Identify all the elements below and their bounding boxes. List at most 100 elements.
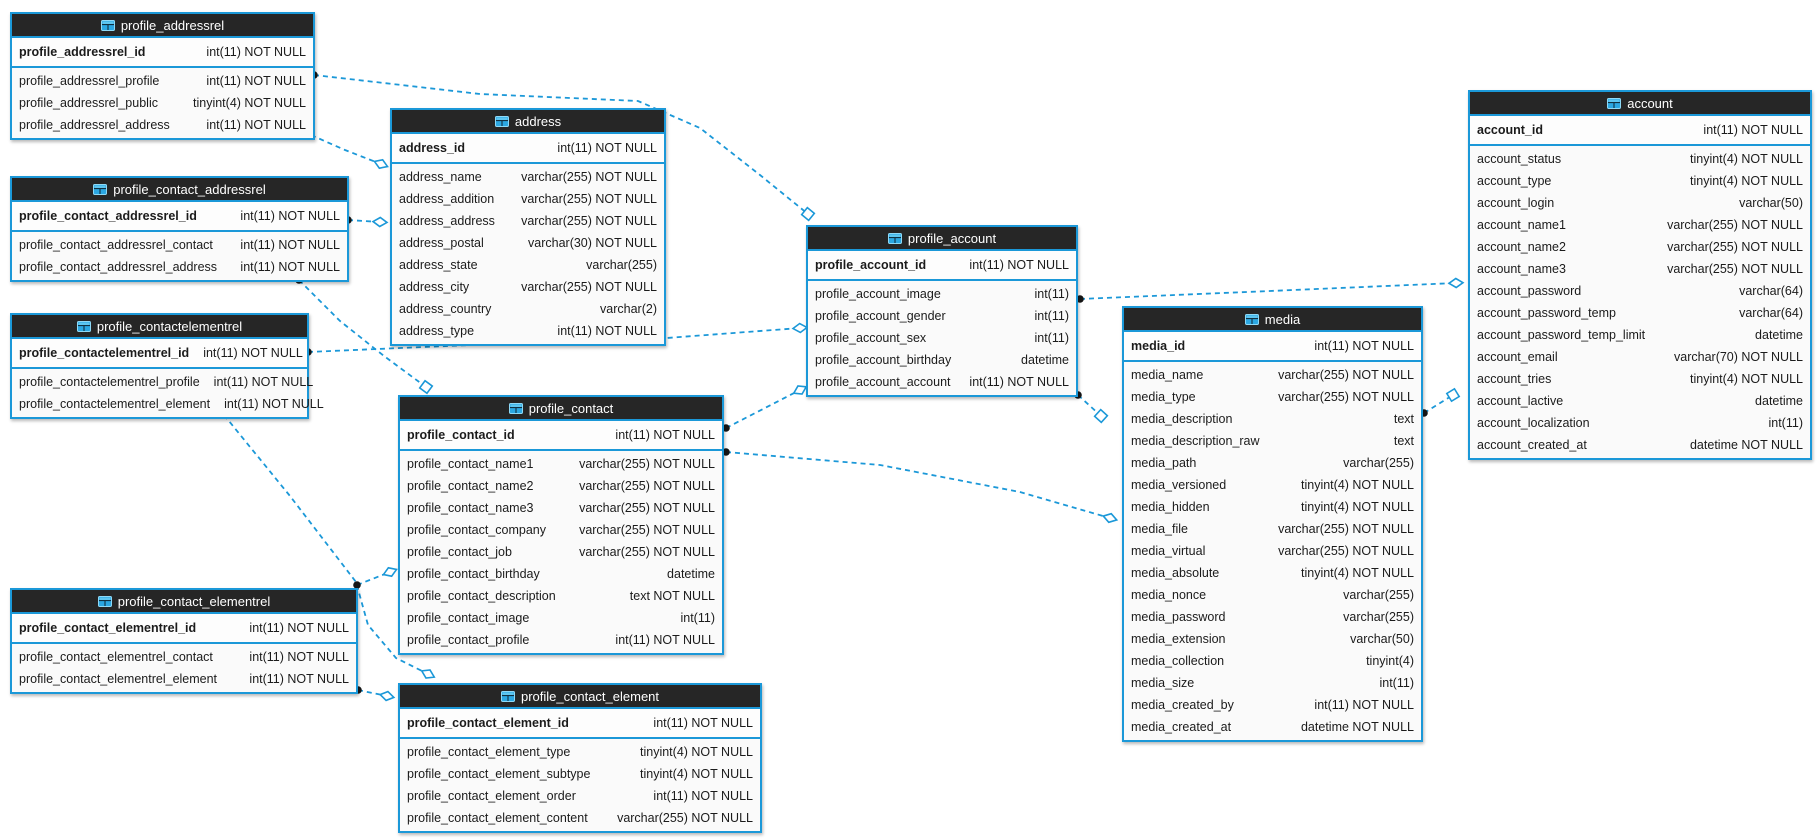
field-type: int(11) NOT NULL (224, 397, 324, 411)
fields-section: profile_contact_name1 varchar(255) NOT NU… (400, 451, 722, 653)
relation-diamond-endpoint (1447, 277, 1465, 289)
field-type: varchar(255) NOT NULL (1667, 218, 1803, 232)
field-name: profile_contact_id (407, 428, 515, 442)
table-header-address[interactable]: address (392, 110, 664, 134)
table-header-profile_contact_elementrel[interactable]: profile_contact_elementrel (12, 590, 356, 614)
field-type: int(11) (1034, 331, 1069, 345)
field-name: address_postal (399, 236, 484, 250)
field-name: address_name (399, 170, 482, 184)
table-header-media[interactable]: media (1124, 308, 1421, 332)
table-title: profile_contact_element (520, 688, 660, 704)
field-type: int(11) NOT NULL (240, 238, 340, 252)
field-type: varchar(255) NOT NULL (521, 214, 657, 228)
field-name: profile_account_sex (815, 331, 927, 345)
table-header-profile_contact_addressrel[interactable]: profile_contact_addressrel (12, 178, 347, 202)
table-grid-icon (76, 320, 91, 332)
field-type: varchar(64) (1739, 284, 1803, 298)
field-name: profile_contact_company (407, 523, 546, 537)
table-grid-icon (93, 183, 108, 195)
field-type: int(11) NOT NULL (557, 324, 657, 338)
relation-line[interactable] (313, 74, 809, 215)
field-name: profile_account_gender (815, 309, 946, 323)
relation-line[interactable] (357, 689, 388, 697)
relation-profile_contact_elementrel-to-profile_contact_element[interactable] (354, 686, 396, 702)
table-header-profile_contact_element[interactable]: profile_contact_element (400, 685, 760, 709)
field-type: datetime NOT NULL (1689, 438, 1803, 452)
field-type: int(11) NOT NULL (653, 789, 753, 803)
relation-profile_contact_elementrel-to-profile_contact[interactable] (353, 565, 398, 589)
table-title: profile_contact_addressrel (113, 181, 266, 197)
field-name: account_localization (1477, 416, 1590, 430)
field-type: datetime (1021, 353, 1069, 367)
relation-profile_contact_addressrel-to-address[interactable] (344, 216, 389, 228)
relation-profile_contact-to-media[interactable] (722, 448, 1119, 524)
relation-line[interactable] (725, 451, 1111, 519)
table-profile_contact_addressrel[interactable]: profile_contact_addressrel profile_contac… (10, 176, 349, 282)
relation-line[interactable] (725, 389, 801, 429)
field-type: varchar(30) NOT NULL (528, 236, 657, 250)
table-grid-icon (500, 690, 515, 702)
table-header-profile_contact[interactable]: profile_contact (400, 397, 722, 421)
relation-line[interactable] (298, 279, 427, 388)
relation-line[interactable] (223, 414, 429, 675)
relation-line[interactable] (310, 134, 382, 165)
table-header-profile_account[interactable]: profile_account (808, 227, 1076, 251)
field-type: text (1393, 434, 1414, 448)
relation-diamond-endpoint (420, 669, 436, 679)
field-type: varchar(50) (1350, 632, 1414, 646)
field-name: media_path (1131, 456, 1197, 470)
field-name: profile_addressrel_public (19, 96, 158, 110)
field-type: varchar(255) NOT NULL (579, 545, 715, 559)
field-name: profile_contact_name2 (407, 479, 534, 493)
relation-diamond-endpoint (371, 216, 389, 228)
field-name: account_password_temp_limit (1477, 328, 1646, 342)
relation-profile_account-to-media[interactable] (1074, 391, 1109, 424)
relation-profile_account-to-account[interactable] (1076, 277, 1465, 303)
field-name: profile_contact_name1 (407, 457, 534, 471)
table-title: address (514, 113, 562, 129)
field-type: varchar(255) NOT NULL (1278, 390, 1414, 404)
relation-line[interactable] (1423, 394, 1454, 414)
relation-profile_addressrel-to-address[interactable] (307, 131, 389, 171)
relation-diamond-endpoint (378, 690, 396, 702)
relation-line[interactable] (1079, 282, 1457, 300)
field-type: text NOT NULL (629, 589, 715, 603)
relation-profile_contact-to-profile_account[interactable] (722, 383, 808, 432)
table-profile_contact_elementrel[interactable]: profile_contact_elementrel profile_contac… (10, 588, 358, 694)
field-name: address_type (399, 324, 475, 338)
table-header-profile_contactelementrel[interactable]: profile_contactelementrel (12, 315, 307, 339)
field-type: tinyint(4) NOT NULL (1301, 566, 1414, 580)
table-header-profile_addressrel[interactable]: profile_addressrel (12, 14, 313, 38)
table-header-account[interactable]: account (1470, 92, 1810, 116)
table-profile_contact_element[interactable]: profile_contact_element profile_contact_e… (398, 683, 762, 833)
table-title: profile_contact_elementrel (117, 593, 271, 609)
relation-media-to-account[interactable] (1420, 387, 1461, 417)
